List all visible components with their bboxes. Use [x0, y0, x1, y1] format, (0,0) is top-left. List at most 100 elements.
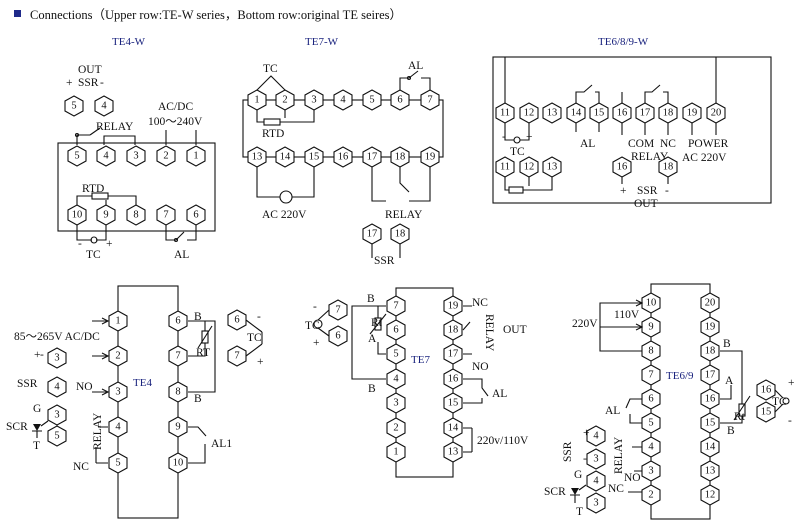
te69-no-label: NO	[624, 472, 641, 484]
svg-text:17: 17	[448, 349, 459, 360]
te4w-plus: +	[66, 77, 73, 89]
te4-g-label: G	[33, 403, 41, 415]
te7-ac-label: 220v/110V	[477, 435, 529, 447]
te7w-ssr-label: SSR	[374, 255, 395, 267]
te4-side-plus: +	[34, 349, 41, 361]
svg-text:6: 6	[234, 315, 239, 326]
te4w-relay-label: RELAY	[96, 121, 134, 133]
te69-b-label-bottom: B	[727, 425, 735, 437]
svg-text:4: 4	[593, 476, 599, 487]
te4-tc-plus: +	[257, 356, 264, 368]
te7w-relay-label: RELAY	[385, 209, 423, 221]
te69-ssr-plus: +	[583, 427, 590, 439]
svg-text:6: 6	[397, 95, 402, 106]
svg-text:15: 15	[448, 398, 459, 409]
svg-text:10: 10	[646, 298, 657, 309]
svg-text:18: 18	[395, 152, 406, 163]
te69-a-label: A	[725, 375, 734, 387]
svg-text:3: 3	[311, 95, 316, 106]
te69-b-label-top: B	[723, 338, 731, 350]
svg-text:14: 14	[280, 152, 291, 163]
te7-diagram: 7 6 5 4 3 2 1 19 18 17 16 15 14 13 TE7 7…	[305, 287, 529, 478]
svg-text:7: 7	[335, 305, 340, 316]
te4w-rtd-label: RTD	[82, 183, 104, 195]
svg-text:11: 11	[500, 162, 510, 173]
header-caption: Connections（Upper row:TE-W series，Bottom…	[30, 8, 402, 22]
te4-diagram: 1 2 3 4 5 6 7 8 9 10 TE4 85～265V AC/DC -…	[6, 285, 264, 519]
te7w-title: TE7-W	[305, 36, 339, 48]
te69-tc-label: TC	[772, 396, 787, 408]
svg-text:6: 6	[393, 325, 398, 336]
svg-text:11: 11	[500, 108, 510, 119]
te4-ssr-label: SSR	[17, 378, 38, 390]
te7w-diagram: TC AL 1 2 3 4 5 6 7 RTD 13 14 15 16 17 1…	[242, 60, 444, 267]
te4w-row2: 10 9 8 7 6	[67, 204, 206, 226]
te6w-tc-label: TC	[510, 146, 525, 158]
te69-ssr-minus: -	[583, 453, 587, 465]
te6w-com-label: COM	[628, 138, 654, 150]
svg-text:1: 1	[254, 95, 259, 106]
svg-text:18: 18	[705, 346, 716, 357]
te7-a-label: A	[368, 333, 377, 345]
te4-relay-label: RELAY	[92, 412, 104, 450]
te4w-ssr-label: SSR	[78, 77, 99, 89]
svg-text:6: 6	[175, 316, 180, 327]
svg-text:17: 17	[640, 108, 651, 119]
te7-out-label: OUT	[503, 324, 527, 336]
svg-text:13: 13	[252, 152, 263, 163]
svg-text:1: 1	[393, 447, 398, 458]
te69-rt-label: Rt	[734, 411, 746, 423]
svg-text:15: 15	[705, 418, 716, 429]
svg-text:8: 8	[175, 387, 180, 398]
te6w-title: TE6/8/9-W	[598, 36, 649, 48]
te4w-out-label: OUT	[78, 64, 102, 76]
te4-scr-label: SCR	[6, 421, 28, 433]
svg-text:3: 3	[115, 387, 120, 398]
svg-text:2: 2	[393, 423, 398, 434]
svg-text:2: 2	[282, 95, 287, 106]
svg-text:15: 15	[309, 152, 320, 163]
te6w-tc-minus: -	[502, 131, 506, 143]
te6w-nc-label: NC	[660, 138, 676, 150]
te7w-top-row: 1 2 3 4 5 6 7	[247, 89, 440, 111]
te4w-ssr-num-5: 5	[71, 101, 76, 112]
te69-right-terminals: 20 19 18 17 16 15 14 13 12	[700, 292, 720, 506]
te4-rt-label: RT	[196, 347, 210, 359]
te4-t-label: T	[33, 440, 40, 452]
svg-text:19: 19	[425, 152, 436, 163]
te7w-al-label: AL	[408, 60, 423, 72]
te4-no-label: NO	[76, 381, 93, 393]
svg-text:19: 19	[687, 108, 698, 119]
te7w-rtd-label: RTD	[262, 128, 284, 140]
svg-text:9: 9	[103, 210, 108, 221]
svg-text:16: 16	[448, 374, 459, 385]
svg-text:8: 8	[133, 210, 138, 221]
svg-text:13: 13	[547, 108, 558, 119]
te69-left-terminals: 10 9 8 7 6 5 4 3 2	[641, 292, 661, 506]
svg-text:19: 19	[448, 301, 459, 312]
te4w-minus: -	[100, 77, 104, 89]
te4w-ssr-num-4: 4	[101, 101, 107, 112]
te6w-ssr-plus: +	[620, 185, 627, 197]
te6w-tc-plus: +	[526, 131, 533, 143]
te69-diagram: 10 9 8 7 6 5 4 3 2 20 19 18 17 16 15 14 …	[544, 283, 795, 520]
te4w-range-label: 100～240V	[148, 116, 203, 128]
te4w-al-label: AL	[174, 249, 189, 261]
te4-left-terminals: 1 2 3 4 5	[108, 310, 128, 474]
te4-tc-minus: -	[257, 311, 261, 323]
svg-text:6: 6	[335, 331, 340, 342]
svg-text:17: 17	[705, 370, 716, 381]
te6w-relay-label: RELAY	[631, 151, 669, 163]
svg-text:3: 3	[393, 398, 398, 409]
svg-text:12: 12	[524, 162, 535, 173]
svg-text:1: 1	[193, 151, 198, 162]
svg-text:13: 13	[705, 466, 716, 477]
te7w-bottom-row: 13 14 15 16 17 18 19	[247, 146, 440, 168]
svg-text:3: 3	[54, 353, 59, 364]
te7-nc-label: NC	[472, 297, 488, 309]
te7-no-label: NO	[472, 361, 489, 373]
te4-right-terminals: 6 7 8 9 10	[168, 310, 188, 474]
svg-text:20: 20	[705, 298, 716, 309]
svg-text:18: 18	[663, 162, 674, 173]
svg-text:7: 7	[163, 210, 168, 221]
